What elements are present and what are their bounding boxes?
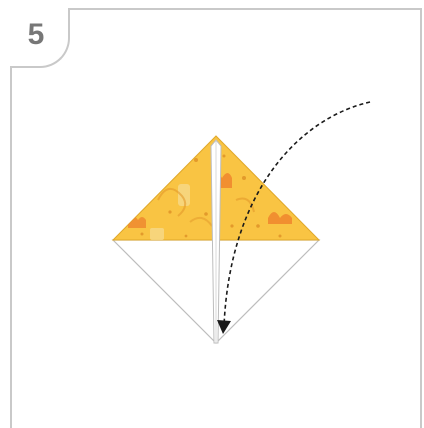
origami-diagram bbox=[0, 0, 424, 428]
